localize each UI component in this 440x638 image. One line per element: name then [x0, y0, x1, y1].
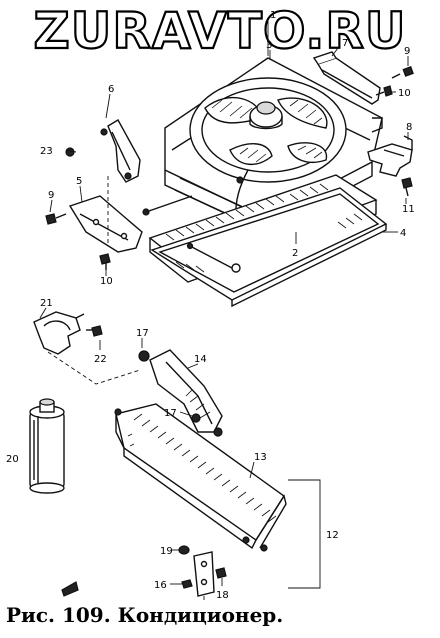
callout-numbers: 1 2 3 4 5 6 7 8 9 9 10 10 11 12 13 14 15… — [6, 10, 415, 600]
watermark-logo: ZURAVTO.RU — [32, 2, 407, 58]
callout-17-lower: 17 — [164, 408, 177, 419]
callout-9-upper: 9 — [404, 46, 410, 57]
bracket-14 — [138, 349, 223, 437]
grommet-19 — [178, 545, 190, 555]
callout-13: 13 — [254, 452, 267, 463]
callout-20: 20 — [6, 454, 19, 465]
callout-19: 19 — [160, 546, 173, 557]
callout-7: 7 — [342, 38, 348, 49]
parts-diagram: 1 2 3 4 5 6 7 8 9 9 10 10 11 12 13 14 15… — [6, 10, 415, 600]
callout-10-left: 10 — [100, 276, 113, 287]
bracket-5 — [68, 176, 143, 253]
figure-caption: Рис. 109. Кондиционер. — [6, 603, 284, 627]
lower-frame — [150, 187, 388, 308]
condenser — [114, 403, 287, 552]
bolt-18 — [215, 567, 227, 579]
callout-21: 21 — [40, 298, 53, 309]
callout-18: 18 — [216, 590, 229, 600]
callout-11: 11 — [402, 204, 415, 215]
bracket-6 — [100, 93, 141, 183]
callout-5: 5 — [76, 176, 82, 187]
bracket-15 — [193, 551, 215, 597]
bracket-8 — [367, 135, 413, 177]
callout-4: 4 — [400, 228, 406, 239]
callout-1: 1 — [270, 10, 276, 21]
callout-23: 23 — [40, 146, 53, 157]
bolt-9-left — [45, 213, 67, 225]
bracket-7 — [312, 51, 381, 105]
bolt-10-left — [99, 253, 111, 270]
callout-6: 6 — [108, 84, 114, 95]
clamp-leader — [47, 351, 141, 385]
leader-lines — [39, 20, 409, 600]
receiver-clamp — [33, 311, 85, 355]
nut-23 — [65, 147, 75, 157]
bolt-16 — [181, 579, 193, 589]
callout-9-left: 9 — [48, 190, 54, 201]
watermark-text: ZURAVTO.RU — [34, 2, 407, 58]
receiver-drier — [29, 398, 65, 494]
bolt-11 — [401, 177, 413, 197]
condenser-bracket-lead — [288, 479, 321, 589]
callout-8: 8 — [406, 122, 412, 133]
bolt-9-upper — [391, 66, 414, 79]
bolt-10-upper — [375, 85, 393, 97]
callout-2: 2 — [292, 248, 298, 259]
front-arrow-icon — [61, 581, 79, 597]
callout-16: 16 — [154, 580, 167, 591]
bolt-22 — [86, 325, 103, 337]
callout-3: 3 — [266, 40, 272, 51]
callout-22: 22 — [94, 354, 107, 365]
fan-motor — [189, 77, 347, 216]
callout-17-upper: 17 — [136, 328, 149, 339]
callout-12: 12 — [326, 530, 339, 541]
callout-10-upper: 10 — [398, 88, 411, 99]
callout-14: 14 — [194, 354, 207, 365]
